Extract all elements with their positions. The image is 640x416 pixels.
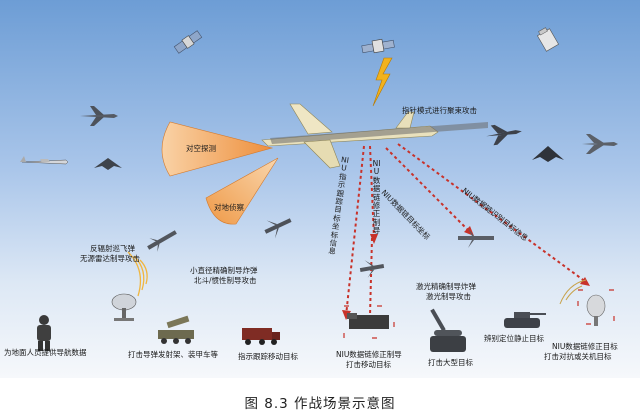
nav-data-label: 为地面人员提供导航数据: [4, 348, 87, 357]
anti-radiation-label-1: 反辐射巡飞弹: [90, 244, 135, 253]
laser-bomb-label-1: 激光精确制导炸弹: [416, 282, 476, 291]
stealth-drone-icon: [94, 158, 122, 170]
lightning-icon: [372, 57, 393, 107]
ground-recon-cone: [205, 157, 279, 225]
radar-dish-icon: [586, 294, 606, 326]
stealth-bomber-icon: [532, 146, 564, 162]
sky-background: [0, 0, 640, 378]
missile-icon: [264, 218, 292, 239]
identify-static-label: 辨别定位静止目标: [484, 334, 544, 343]
radar-waves: [559, 279, 587, 305]
radar-waves: [127, 251, 148, 297]
track-moving-label: 指示跟踪移动目标: [238, 352, 298, 361]
fighter-jet-icon: [582, 134, 618, 154]
figure-caption: 图 8.3 作战场景示意图: [244, 396, 396, 412]
air-detection-cone: [161, 121, 274, 177]
niu-strike-aa-label-1: NIU数据链修正目标: [552, 342, 618, 351]
satellite-icon: [173, 30, 203, 54]
building-icon: [430, 330, 466, 352]
missile-icon: [359, 260, 385, 278]
laser-bomb-label-2: 激光制导攻击: [426, 292, 471, 301]
missile-icon: [147, 230, 177, 252]
pointing-mode-arrow: [270, 122, 488, 144]
niu-correct-guide-label: NIU数据链修正制导: [372, 159, 381, 236]
drone-icon: [458, 228, 494, 248]
drone-icon: [20, 156, 69, 165]
air-detect-label: 对空探测: [186, 144, 216, 153]
radar-dish-icon: [111, 293, 137, 321]
missile-launcher-icon: [158, 315, 194, 344]
pointing-mode-label: 指针模式进行聚束攻击: [402, 106, 477, 115]
tank-icon: [504, 312, 546, 328]
anti-radiation-label-2: 无源雷达制导攻击: [80, 254, 140, 263]
niu-strike-aa-label-2: 打击对抗或关机目标: [544, 352, 612, 361]
fighter-jet-icon: [80, 106, 118, 126]
satellite-icon: [361, 38, 395, 54]
small-bomb-label-1: 小直径精确制导炸弹: [190, 266, 258, 275]
data-link-arrows: [345, 143, 587, 317]
strike-launchers-label: 打击导弹发射架、装甲车等: [128, 350, 218, 359]
strike-large-label: 打击大型目标: [428, 358, 473, 367]
truck-icon: [347, 313, 389, 329]
ground-recon-label: 对地侦察: [214, 203, 244, 212]
fighter-jet-icon: [486, 124, 522, 146]
soldier-icon: [37, 315, 51, 351]
niu-strike-moving-label-2: 打击移动目标: [346, 360, 391, 369]
small-bomb-label-2: 北斗/惯性制导攻击: [194, 276, 257, 285]
missile-icon: [430, 308, 446, 332]
truck-icon: [242, 328, 280, 345]
target-bracket: [343, 305, 395, 339]
niu-strike-moving-label-1: NIU数据链修正制导: [336, 350, 402, 359]
satellite-icon: [537, 27, 559, 52]
